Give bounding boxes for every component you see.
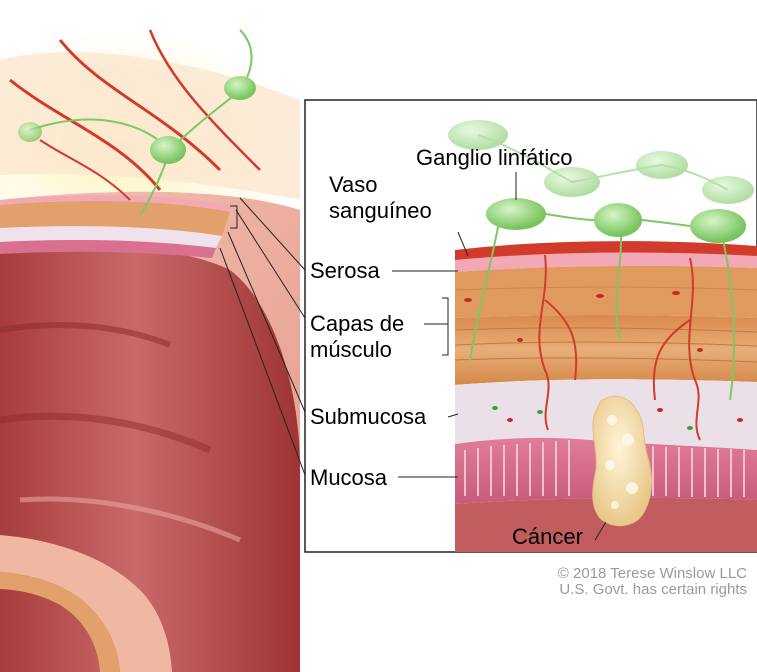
label-mucosa: Mucosa: [310, 465, 387, 490]
copyright-line-1: © 2018 Terese Winslow LLC: [558, 565, 747, 582]
label-blood-vessel-1: Vaso: [329, 172, 378, 197]
label-serosa: Serosa: [310, 258, 380, 283]
copyright-line-2: U.S. Govt. has certain rights: [559, 581, 747, 598]
label-muscle-2: músculo: [310, 337, 392, 362]
label-blood-vessel-2: sanguíneo: [329, 198, 432, 223]
label-cancer: Cáncer: [512, 524, 583, 549]
label-lymph-node: Ganglio linfático: [416, 145, 573, 170]
colon-overview: [0, 30, 310, 672]
label-submucosa: Submucosa: [310, 404, 426, 429]
label-muscle-1: Capas de: [310, 311, 404, 336]
